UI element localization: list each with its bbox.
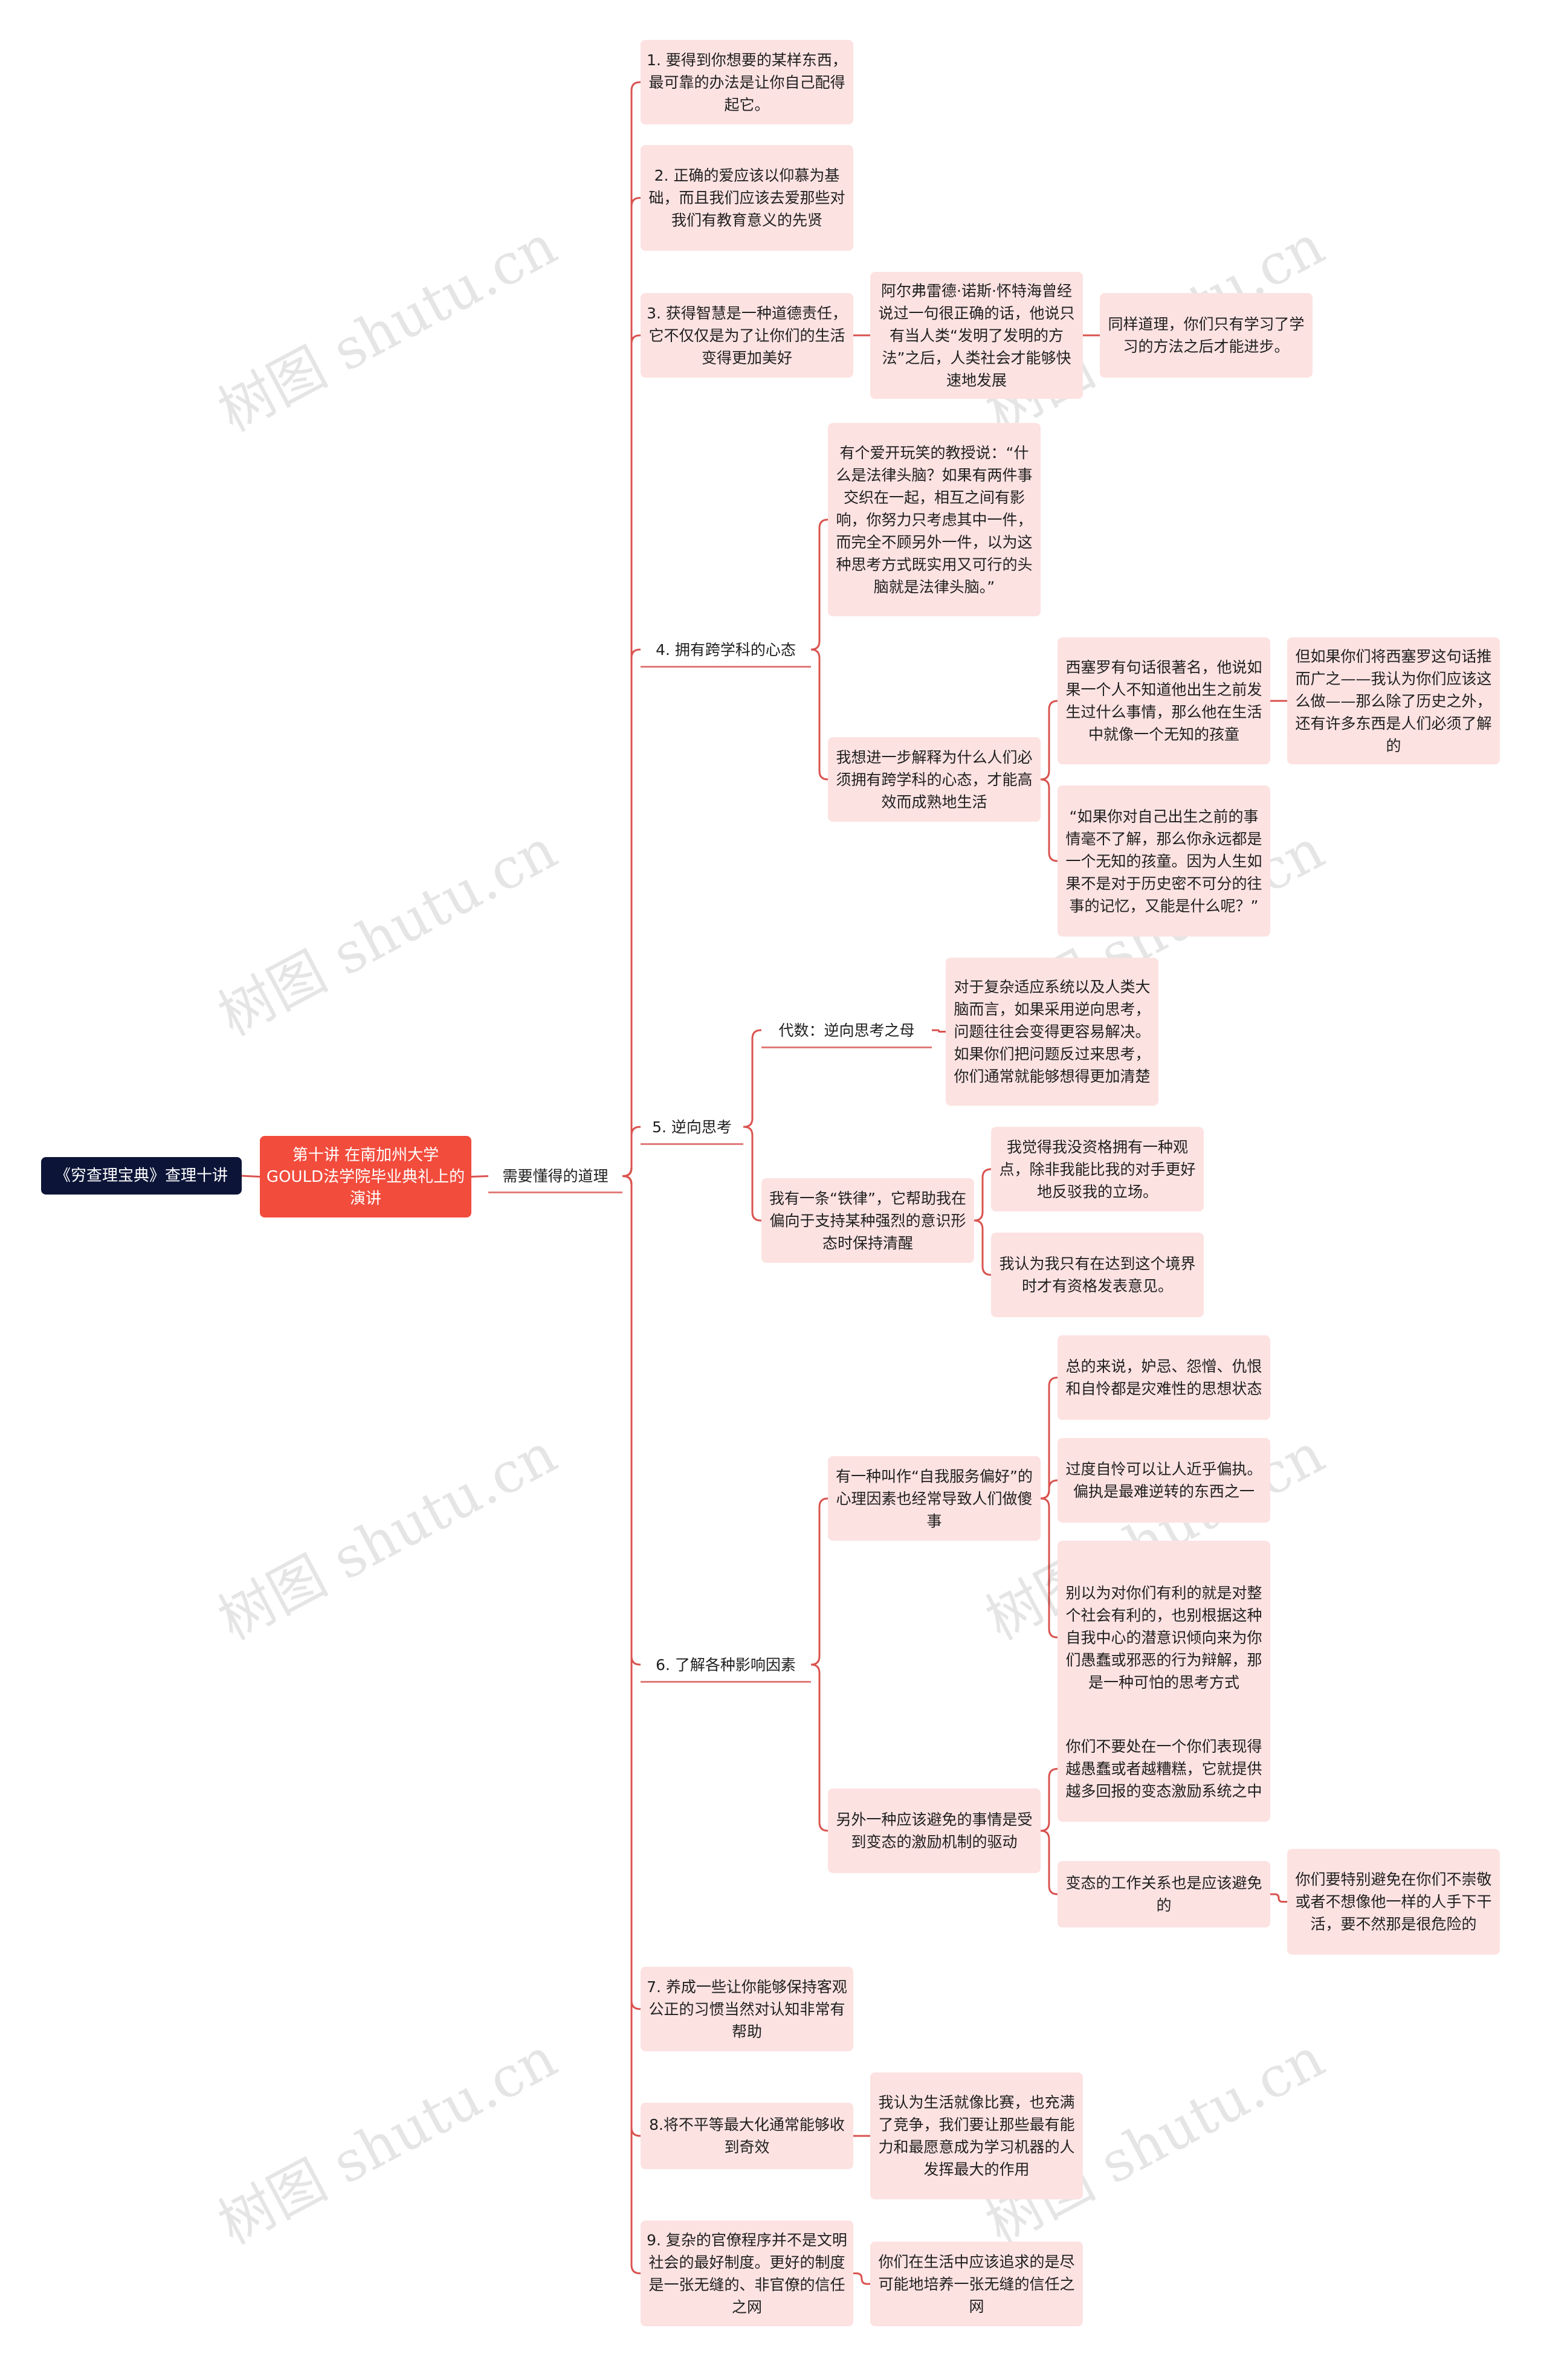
topic-5-child-1-label: 代数：逆向思考之母 bbox=[778, 1021, 915, 1039]
topic-5-grandchild-3[interactable]: 我认为我只有在达到这个境界时才有资格发表意见。 bbox=[991, 1233, 1204, 1317]
connector bbox=[1040, 778, 1058, 862]
topic-8[interactable]: 8.将不平等最大化通常能够收到奇效 bbox=[641, 2103, 853, 2169]
topic-9[interactable]: 9. 复杂的官僚程序并不是文明社会的最好制度。更好的制度是一张无缝的、非官僚的信… bbox=[641, 2220, 853, 2326]
connector bbox=[810, 1497, 828, 1666]
topic-4-child-2[interactable]: 我想进一步解释为什么人们必须拥有跨学科的心态，才能高效而成熟地生活 bbox=[828, 737, 1041, 822]
topic-6-label: 6. 了解各种影响因素 bbox=[656, 1656, 796, 1674]
connector bbox=[241, 1175, 260, 1178]
topic-4[interactable]: 4. 拥有跨学科的心态 bbox=[641, 631, 811, 668]
topic-5-grandchild-1[interactable]: 对于复杂适应系统以及人类大脑而言，如果采用逆向思考，问题往往会变得更容易解决。如… bbox=[946, 958, 1158, 1106]
connector bbox=[1040, 700, 1058, 781]
connector bbox=[622, 648, 641, 1177]
connector bbox=[743, 1029, 761, 1128]
connector bbox=[810, 648, 828, 781]
connector bbox=[1270, 1893, 1287, 1903]
topic-5-child-1[interactable]: 代数：逆向思考之母 bbox=[761, 1012, 932, 1048]
topic-3-child-1[interactable]: 阿尔弗雷德·诺斯·怀特海曾经说过一句很正确的话，他说只有当人类“发明了发明的方法… bbox=[870, 272, 1083, 399]
topic-6-grandchild-5[interactable]: 变态的工作关系也是应该避免的 bbox=[1058, 1861, 1270, 1927]
topic-9-child-1[interactable]: 你们在生活中应该追求的是尽可能地培养一张无缝的信任之网 bbox=[870, 2242, 1083, 2326]
connector bbox=[974, 1219, 992, 1276]
topic-6-grandchild-1[interactable]: 总的来说，妒忌、怨憎、仇恨和自怜都是灾难性的思想状态 bbox=[1058, 1335, 1270, 1420]
topic-4-child-1[interactable]: 有个爱开玩笑的教授说：“什么是法律头脑？如果有两件事交织在一起，相互之间有影响，… bbox=[828, 423, 1041, 616]
connector bbox=[974, 1168, 992, 1222]
connector bbox=[622, 1175, 641, 2274]
root-node[interactable]: 《穷查理宝典》查理十讲 bbox=[41, 1157, 242, 1195]
topic-7[interactable]: 7. 养成一些让你能够保持客观公正的习惯当然对认知非常有帮助 bbox=[641, 1967, 853, 2051]
topic-5-grandchild-2[interactable]: 我觉得我没资格拥有一种观点，除非我能比我的对手更好地反驳我的立场。 bbox=[991, 1127, 1204, 1211]
connector bbox=[1040, 1768, 1058, 1832]
topic-6-grandchild-4[interactable]: 你们不要处在一个你们表现得越愚蠢或者越糟糕，它就提供越多回报的变态激励系统之中 bbox=[1058, 1716, 1270, 1822]
connector bbox=[1040, 1830, 1058, 1895]
connector bbox=[810, 518, 828, 651]
topic-5-label: 5. 逆向思考 bbox=[652, 1118, 732, 1136]
topic-6-grandchild-3[interactable]: 别以为对你们有利的就是对整个社会有利的，也别根据这种自我中心的潜意识倾向来为你们… bbox=[1058, 1541, 1270, 1734]
topic-4-grandchild-1[interactable]: 西塞罗有句话很著名，他说如果一个人不知道他出生之前发生过什么事情，那么他在生活中… bbox=[1058, 637, 1270, 764]
topic-6-grandchild-2[interactable]: 过度自怜可以让人近乎偏执。偏执是最难逆转的东西之一 bbox=[1058, 1438, 1270, 1523]
connector bbox=[810, 1663, 828, 1832]
topic-6-great-grandchild-1[interactable]: 你们要特别避免在你们不崇敬或者不想像他一样的人手下干活，要不然那是很危险的 bbox=[1287, 1849, 1500, 1955]
connector bbox=[932, 1029, 946, 1033]
topic-8-child-1[interactable]: 我认为生活就像比赛，也充满了竞争，我们要让那些最有能力和最愿意成为学习机器的人发… bbox=[870, 2072, 1083, 2199]
topic-4-label: 4. 拥有跨学科的心态 bbox=[656, 640, 796, 659]
topic-1[interactable]: 1. 要得到你想要的某样东西，最可靠的办法是让你自己配得起它。 bbox=[641, 40, 853, 124]
connector bbox=[622, 1126, 641, 1177]
topic-6-child-1[interactable]: 有一种叫作“自我服务偏好”的心理因素也经常导致人们做傻事 bbox=[828, 1456, 1041, 1541]
topic-6-child-2[interactable]: 另外一种应该避免的事情是受到变态的激励机制的驱动 bbox=[828, 1788, 1041, 1873]
topic-3-grandchild-1[interactable]: 同样道理，你们只有学习了学习的方法之后才能进步。 bbox=[1100, 293, 1313, 378]
topic-6[interactable]: 6. 了解各种影响因素 bbox=[641, 1646, 811, 1683]
connector bbox=[471, 1175, 489, 1178]
topic-5[interactable]: 5. 逆向思考 bbox=[641, 1109, 743, 1145]
connector bbox=[1040, 1479, 1058, 1500]
connector bbox=[743, 1126, 761, 1222]
topic-5-child-2[interactable]: 我有一条“铁律”，它帮助我在偏向于支持某种强烈的意识形态时保持清醒 bbox=[761, 1178, 974, 1263]
lecture-node[interactable]: 第十讲 在南加州大学GOULD法学院毕业典礼上的演讲 bbox=[260, 1136, 471, 1217]
hub-node[interactable]: 需要懂得的道理 bbox=[488, 1159, 622, 1193]
hub-label: 需要懂得的道理 bbox=[502, 1167, 609, 1185]
topic-2[interactable]: 2. 正确的爱应该以仰慕为基础，而且我们应该去爱那些对我们有教育意义的先贤 bbox=[641, 145, 853, 251]
connector bbox=[853, 2272, 870, 2285]
topic-4-grandchild-2[interactable]: “如果你对自己出生之前的事情毫不了解，那么你永远都是一个无知的孩童。因为人生如果… bbox=[1058, 785, 1270, 937]
connector bbox=[1040, 1497, 1058, 1639]
topic-4-great-grandchild-1[interactable]: 但如果你们将西塞罗这句话推而广之——我认为你们应该这么做——那么除了历史之外，还… bbox=[1287, 637, 1500, 764]
topic-3[interactable]: 3. 获得智慧是一种道德责任，它不仅仅是为了让你们的生活变得更加美好 bbox=[641, 293, 853, 378]
